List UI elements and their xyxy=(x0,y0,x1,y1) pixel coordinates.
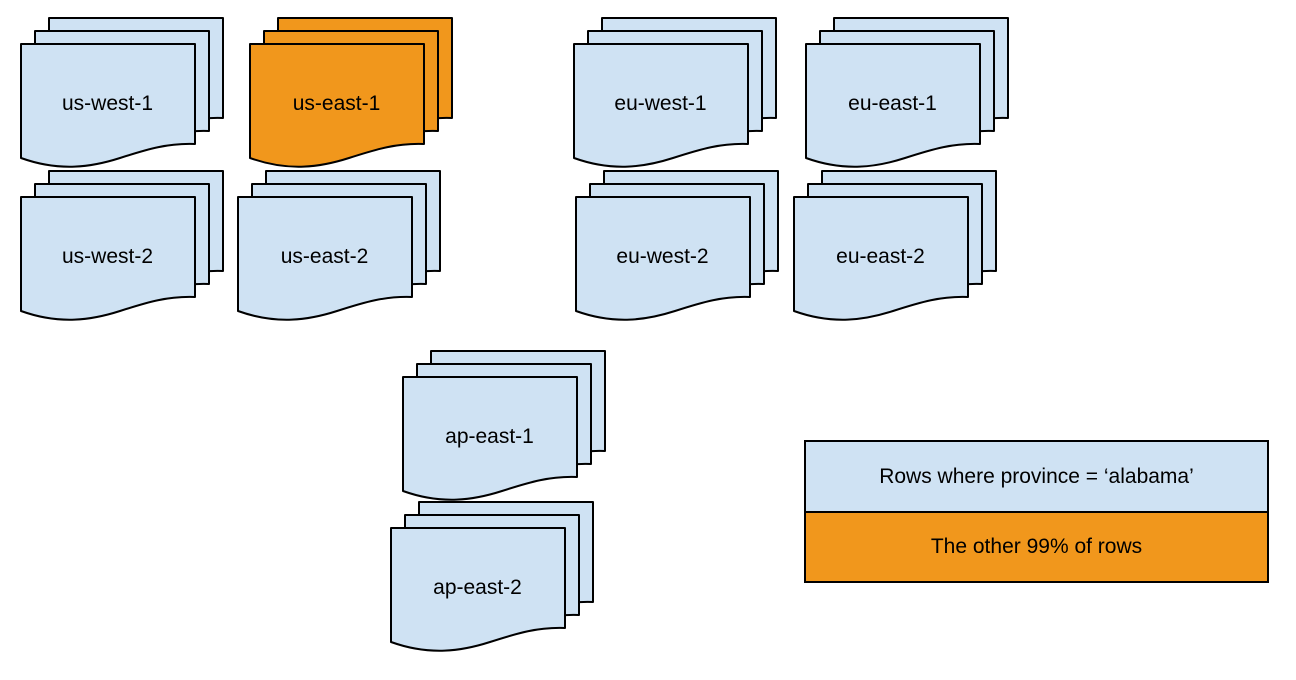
legend-label-alabama: Rows where province = ‘alabama’ xyxy=(879,464,1194,488)
region-label: eu-east-2 xyxy=(836,245,925,268)
region-label: ap-east-2 xyxy=(433,576,522,599)
legend-box: Rows where province = ‘alabama’ The othe… xyxy=(804,440,1269,583)
document-stack-icon xyxy=(573,17,777,168)
region-stack-eu-west-2: eu-west-2 xyxy=(574,170,780,326)
document-stack-icon xyxy=(575,170,779,321)
legend-row-other-rows: The other 99% of rows xyxy=(806,513,1267,581)
region-stack-us-west-2: us-west-2 xyxy=(19,170,225,326)
region-stack-eu-east-2: eu-east-2 xyxy=(792,170,998,326)
region-label: eu-east-1 xyxy=(848,92,937,115)
document-stack-icon xyxy=(249,17,453,168)
region-stack-eu-east-1: eu-east-1 xyxy=(804,17,1010,173)
region-stack-us-east-2: us-east-2 xyxy=(236,170,442,326)
document-stack-icon xyxy=(390,501,594,652)
region-stack-eu-west-1: eu-west-1 xyxy=(572,17,778,173)
legend-label-other-rows: The other 99% of rows xyxy=(930,535,1143,558)
document-stack-icon xyxy=(793,170,997,321)
document-stack-icon xyxy=(237,170,441,321)
region-stack-ap-east-2: ap-east-2 xyxy=(389,501,595,657)
document-stack-icon xyxy=(20,170,224,321)
document-stack-icon xyxy=(20,17,224,168)
region-label: eu-west-1 xyxy=(614,92,707,115)
legend-row-alabama: Rows where province = ‘alabama’ xyxy=(806,442,1267,513)
region-label: us-east-1 xyxy=(292,92,381,115)
document-stack-icon xyxy=(805,17,1009,168)
region-label: us-west-1 xyxy=(61,92,154,115)
region-stack-us-west-1: us-west-1 xyxy=(19,17,225,173)
document-stack-icon xyxy=(402,350,606,501)
region-label: us-east-2 xyxy=(280,245,369,268)
region-label: us-west-2 xyxy=(61,245,154,268)
region-stack-ap-east-1: ap-east-1 xyxy=(401,350,607,506)
region-label: ap-east-1 xyxy=(445,425,534,448)
region-stack-us-east-1: us-east-1 xyxy=(248,17,454,173)
region-label: eu-west-2 xyxy=(616,245,709,268)
